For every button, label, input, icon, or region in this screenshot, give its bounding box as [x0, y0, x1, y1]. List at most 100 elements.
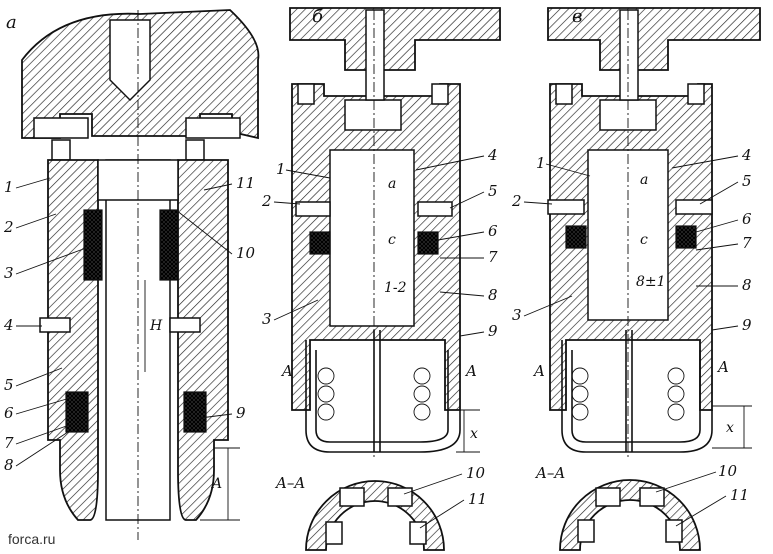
callout-b-2: 2	[261, 192, 272, 210]
clamp-right-a	[185, 117, 241, 139]
callout-2: 2	[3, 218, 14, 236]
callout-7: 7	[4, 434, 14, 452]
elastic-right-b	[417, 231, 439, 255]
callout-1: 1	[4, 178, 14, 196]
callout-3: 3	[4, 264, 14, 282]
watermark: forca.ru	[8, 531, 55, 547]
callout-6: 6	[4, 404, 14, 422]
callout-b-5: 5	[488, 182, 498, 200]
section-mark-b-left: A	[280, 362, 293, 380]
balls-b	[317, 367, 431, 421]
bolt-left-b	[295, 201, 331, 217]
bolt-left-a	[51, 139, 71, 161]
housing-right-a	[177, 159, 229, 521]
dim-b-a: a	[388, 176, 396, 192]
elastic-right-a	[159, 209, 179, 281]
clamp-left-a	[33, 117, 89, 139]
nut-left-c	[555, 83, 573, 105]
section-title-b: A–A	[274, 474, 305, 492]
dim-c-range: 8±1	[636, 274, 666, 290]
dim-h: H	[149, 318, 163, 334]
dim-c-c: c	[640, 232, 648, 248]
callout-b-8: 8	[488, 286, 498, 304]
section-mark-c-left: A	[532, 362, 545, 380]
section-callout-b-11: 11	[468, 490, 487, 508]
spring-left-a	[65, 391, 89, 433]
section-callout-c-10: 10	[718, 462, 738, 480]
callout-c-1: 1	[536, 154, 546, 172]
callout-4: 4	[3, 316, 14, 334]
callout-b-7: 7	[488, 248, 498, 266]
panel-b-view: б 1 2 3 4 5 6 7 8 9 a c 1-2 x A A A–A 10…	[261, 6, 501, 551]
nut-right-c	[687, 83, 705, 105]
key-right-b	[387, 487, 413, 507]
ram-top-b	[289, 7, 501, 71]
insert-right-c	[665, 519, 683, 543]
bolt-right-a	[185, 139, 205, 161]
elastic-left-a	[83, 209, 103, 281]
nut-right-b	[431, 83, 449, 105]
section-mark-b-right: A	[464, 362, 477, 380]
bolt-left-c	[547, 199, 585, 215]
panel-c-view: в 1 2 3 4 5 6 7 8 9 a c 8±1 x A A A–A 10…	[511, 6, 761, 551]
key-left-c	[595, 487, 621, 507]
dim-c-x: x	[726, 420, 734, 436]
elastic-left-b	[309, 231, 331, 255]
callout-8: 8	[4, 456, 14, 474]
bolt4-right-a	[169, 317, 201, 333]
panel-label-a: а	[6, 12, 17, 33]
punch-top-a	[109, 19, 151, 102]
callout-c-7: 7	[742, 234, 752, 252]
dim-a: A	[210, 476, 222, 492]
punch-head-b	[344, 99, 402, 131]
elastic-left-c	[565, 225, 587, 249]
callout-b-4: 4	[487, 146, 498, 164]
panel-label-c: в	[572, 6, 582, 27]
punch-stem-c	[619, 9, 639, 101]
callout-c-9: 9	[742, 316, 752, 334]
nut-left-b	[297, 83, 315, 105]
section-title-c: A–A	[534, 464, 565, 482]
callout-b-9: 9	[488, 322, 498, 340]
key-left-b	[339, 487, 365, 507]
dim-b-range: 1-2	[384, 280, 407, 296]
dim-b-x: x	[470, 426, 478, 442]
callout-10: 10	[236, 244, 256, 262]
ram-top-c	[547, 7, 761, 71]
callout-c-4: 4	[741, 146, 752, 164]
insert-left-c	[577, 519, 595, 543]
callout-c-6: 6	[742, 210, 752, 228]
section-callout-b-10: 10	[466, 464, 486, 482]
section-mark-c-right: A	[716, 358, 729, 376]
insert-left-b	[325, 521, 343, 545]
panel-label-b: б	[312, 6, 324, 27]
section-aa-c	[559, 479, 701, 551]
callout-5: 5	[4, 376, 14, 394]
callout-c-3: 3	[512, 306, 522, 324]
spring-right-a	[183, 391, 207, 433]
dim-c-a: a	[640, 172, 648, 188]
stripper-c	[561, 340, 713, 453]
stripper-b	[305, 340, 461, 453]
callout-c-5: 5	[742, 172, 752, 190]
bolt-right-c	[675, 199, 713, 215]
callout-c-2: 2	[511, 192, 522, 210]
callout-11: 11	[236, 174, 255, 192]
callout-b-3: 3	[262, 310, 272, 328]
bolt-right-b	[417, 201, 453, 217]
insert-right-b	[409, 521, 427, 545]
section-callout-c-11: 11	[730, 486, 749, 504]
punch-stem-b	[365, 9, 385, 101]
key-right-c	[639, 487, 665, 507]
balls-c	[571, 367, 685, 421]
callout-b-6: 6	[488, 222, 498, 240]
bore-b	[329, 149, 415, 327]
callout-c-8: 8	[742, 276, 752, 294]
elastic-right-c	[675, 225, 697, 249]
bolt4-left-a	[39, 317, 71, 333]
callout-b-1: 1	[276, 160, 286, 178]
dim-b-c: c	[388, 232, 396, 248]
callout-9: 9	[236, 404, 246, 422]
